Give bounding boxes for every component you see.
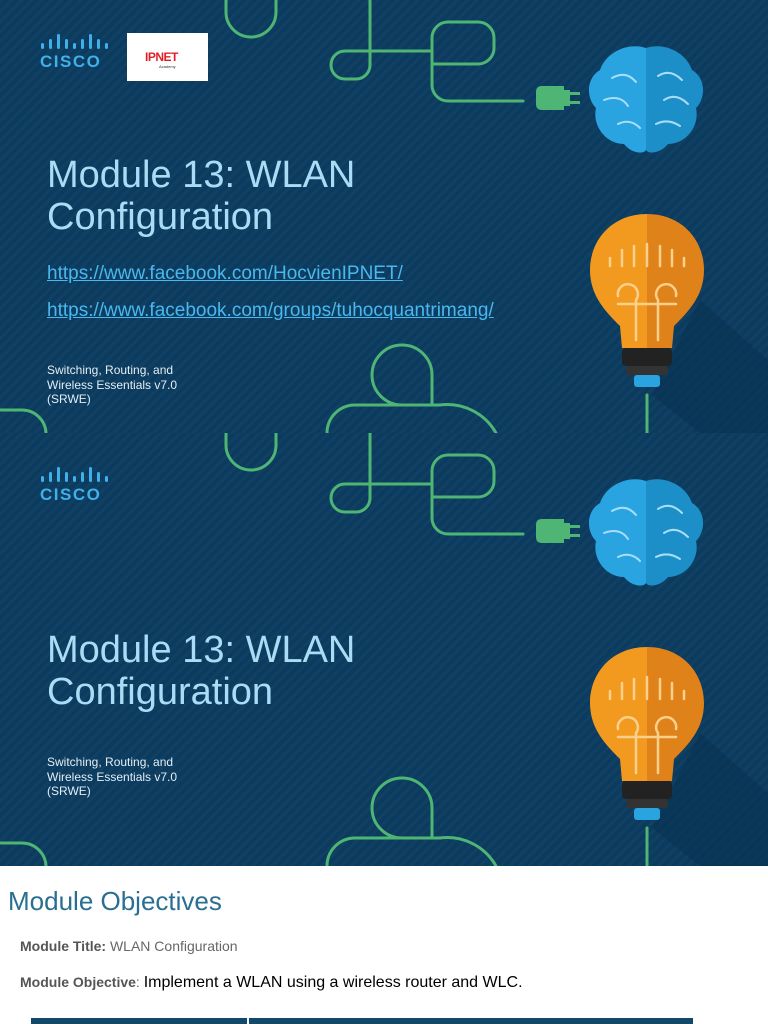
subtitle-line-3: (SRWE) <box>47 784 91 798</box>
cisco-logo-text: CISCO <box>40 485 102 504</box>
circuit-decoration <box>0 0 768 433</box>
subtitle-line-1: Switching, Routing, and <box>47 755 174 769</box>
slide-title-line-2: Configuration <box>47 196 274 238</box>
course-subtitle: Switching, Routing, and Wireless Essenti… <box>47 363 207 407</box>
facebook-group-link[interactable]: https://www.facebook.com/groups/tuhocqua… <box>47 300 494 321</box>
course-subtitle: Switching, Routing, and Wireless Essenti… <box>47 755 207 799</box>
cisco-logo-text: CISCO <box>40 52 102 71</box>
cisco-logo: CISCO <box>40 33 108 72</box>
facebook-page-link[interactable]: https://www.facebook.com/HocvienIPNET/ <box>47 263 403 284</box>
module-objective-label: Module Objective <box>20 974 136 990</box>
cisco-logo-icon <box>41 34 108 49</box>
subtitle-line-1: Switching, Routing, and <box>47 363 174 377</box>
module-title-label: Module Title: <box>20 938 107 954</box>
module-title-row: Module Title: WLAN Configuration <box>20 938 238 954</box>
slide-title: Module 13: WLAN Configuration <box>47 154 355 238</box>
slide-title-line-1: Module 13: WLAN <box>47 154 356 196</box>
brain-icon <box>588 479 704 586</box>
module-objective-separator: : <box>135 974 140 990</box>
objectives-table-header <box>31 1018 693 1024</box>
slide-title: Module 13: WLAN Configuration <box>47 629 355 713</box>
subtitle-line-3: (SRWE) <box>47 392 91 406</box>
subtitle-line-2: Wireless Essentials v7.0 <box>47 769 178 784</box>
cisco-logo: CISCO <box>40 466 108 505</box>
module-objective-value: Implement a WLAN using a wireless router… <box>143 974 523 991</box>
lightbulb-icon <box>590 214 768 433</box>
ipnet-logo: IPNET Academy <box>127 33 208 81</box>
slide-3 <box>0 866 768 1024</box>
slide-title-line-2: Configuration <box>47 671 274 713</box>
ipnet-logo-text: IPNET <box>145 50 178 64</box>
table-column-divider <box>247 1018 249 1024</box>
slide-2: CISCO Module 13: WLAN Configuration Swit… <box>0 433 768 866</box>
plug-icon <box>536 519 580 543</box>
module-objective-row: Module Objective: Implement a WLAN using… <box>20 974 523 992</box>
module-title-value: WLAN Configuration <box>109 938 238 954</box>
subtitle-line-2: Wireless Essentials v7.0 <box>47 377 178 392</box>
cisco-logo-icon <box>41 467 108 482</box>
module-objectives-heading: Module Objectives <box>8 886 222 916</box>
slide-title-line-1: Module 13: WLAN <box>47 629 356 671</box>
circuit-decoration <box>0 433 768 866</box>
plug-icon <box>536 86 580 110</box>
brain-icon <box>588 46 704 153</box>
slide-1: CISCO IPNET Academy Module 13: WLAN Conf… <box>0 0 768 433</box>
ipnet-logo-sub: Academy <box>159 64 176 69</box>
lightbulb-icon <box>590 647 768 866</box>
